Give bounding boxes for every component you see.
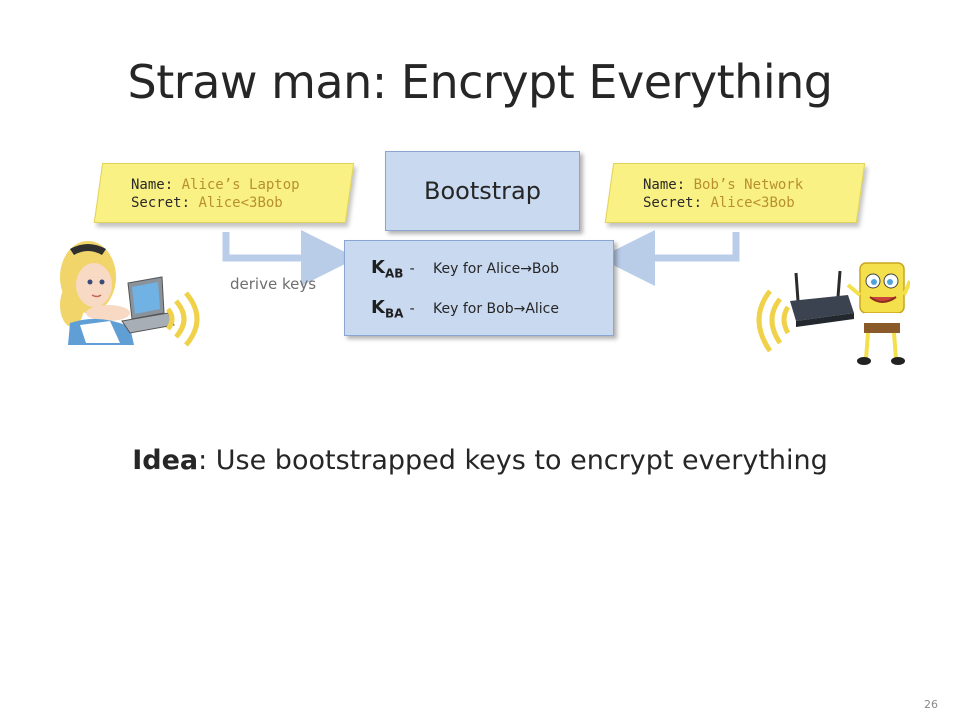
key-desc-ab: Key for Alice→Bob bbox=[433, 260, 559, 277]
alice-with-laptop-illustration bbox=[60, 241, 200, 347]
alice-secret-value: Alice<3Bob bbox=[198, 195, 283, 211]
alice-name-label: Name: bbox=[131, 177, 174, 193]
idea-label: Idea bbox=[132, 445, 199, 476]
bob-name-value: Bob’s Network bbox=[693, 177, 804, 193]
key-row-ba: KBA - Key for Bob→Alice bbox=[371, 297, 559, 321]
left-arrow bbox=[222, 230, 357, 286]
key-symbol-ab: KAB - bbox=[371, 257, 415, 281]
key-desc-ba: Key for Bob→Alice bbox=[433, 300, 559, 317]
bootstrap-box: Bootstrap bbox=[385, 151, 580, 231]
right-arrow bbox=[599, 230, 740, 286]
key-row-ab: KAB - Key for Alice→Bob bbox=[371, 257, 559, 281]
alice-secret-label: Secret: bbox=[131, 195, 191, 211]
bob-name-label: Name: bbox=[643, 177, 686, 193]
bob-card-text: Name: Bob’s Network Secret: Alice<3Bob bbox=[643, 176, 803, 212]
slide-title: Straw man: Encrypt Everything bbox=[127, 55, 833, 109]
keys-box: KAB - Key for Alice→Bob KBA - Key for Bo… bbox=[344, 240, 614, 336]
alice-card-text: Name: Alice’s Laptop Secret: Alice<3Bob bbox=[131, 176, 300, 212]
alice-name-value: Alice’s Laptop bbox=[181, 177, 300, 193]
spongebob-with-router-illustration bbox=[756, 262, 910, 365]
page-number: 26 bbox=[924, 698, 938, 711]
idea-text: : Use bootstrapped keys to encrypt every… bbox=[198, 445, 828, 476]
bob-secret-value: Alice<3Bob bbox=[710, 195, 795, 211]
bob-secret-label: Secret: bbox=[643, 195, 703, 211]
derive-keys-label: derive keys bbox=[230, 275, 317, 293]
idea-statement: Idea: Use bootstrapped keys to encrypt e… bbox=[0, 445, 960, 476]
key-symbol-ba: KBA - bbox=[371, 297, 415, 321]
